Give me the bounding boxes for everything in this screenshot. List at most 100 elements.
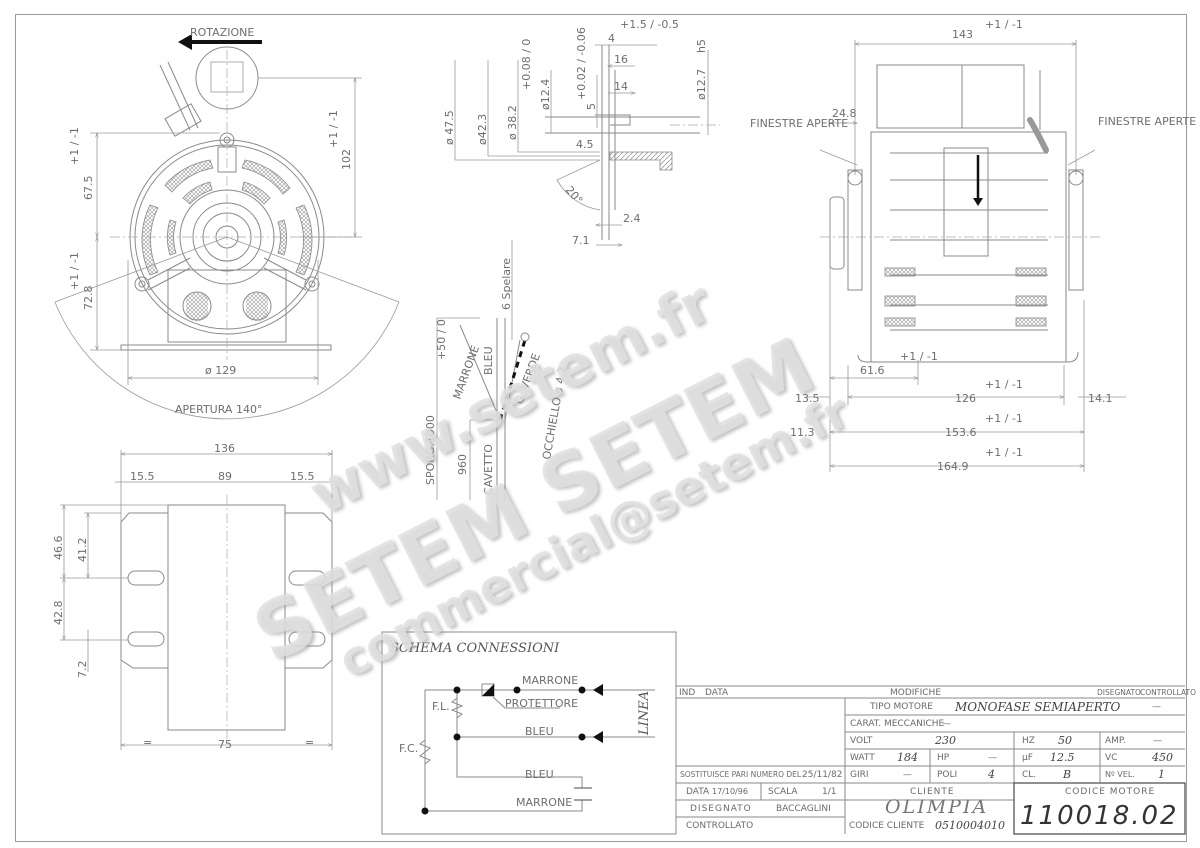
title-block-grid (676, 685, 1186, 835)
tb-volt-label: VOLT (850, 736, 873, 746)
dim-143-tol: +1 / -1 (985, 18, 1023, 31)
tb-volt-value: 230 (935, 734, 956, 747)
tb-poli-value: 4 (988, 768, 995, 781)
dim-67-5: 67.5 (82, 176, 95, 201)
tb-codice-cliente-value: 0510004010 (935, 819, 1005, 832)
window-label-right: FINESTRE APERTE (1098, 115, 1196, 128)
cable-label: CAVETTO (482, 444, 495, 495)
tb-tipo-motore-extra: — (1152, 702, 1161, 712)
window-label-left: FINESTRE APERTE (750, 117, 848, 130)
schematic-linea: LINEA (637, 691, 652, 736)
tb-nvel-label: Nº VEL. (1105, 770, 1135, 779)
dim-61-6: 61.6 (860, 364, 885, 377)
eq-left: = (143, 736, 152, 749)
tb-carat-value: — (942, 719, 951, 729)
tb-uf-value: 12.5 (1050, 751, 1075, 764)
dim-46-6: 46.6 (52, 536, 65, 561)
tb-carat-label: CARAT. MECCANICHE (850, 719, 945, 729)
dim-126-tol: +1 / -1 (985, 378, 1023, 391)
tb-codice-motore-label: CODICE MOTORE (1065, 787, 1156, 797)
dim-164-9-tol: +1 / -1 (985, 446, 1023, 459)
dim-153-6: 153.6 (945, 426, 977, 439)
schematic-fc: F.C. (399, 742, 418, 755)
dim-38-2-tol: +0.08 / 0 (520, 39, 533, 90)
wire-blue-label: BLEU (482, 346, 495, 375)
dim-153-6-tol: +1 / -1 (985, 412, 1023, 425)
tb-poli-label: POLI (937, 770, 958, 780)
tb-data-label: DATA (686, 787, 710, 797)
dim-5-tol: +0.02 / -0.06 (575, 27, 588, 100)
dim-143: 143 (952, 28, 973, 41)
cable-length-tol: +50 / 0 (435, 319, 448, 360)
dim-7-2: 7.2 (76, 661, 89, 679)
shaft-detail-view (454, 44, 720, 245)
tb-amp-value: — (1153, 736, 1162, 746)
dim-7-1: 7.1 (572, 234, 590, 247)
tb-disegnato-value: BACCAGLINI (776, 804, 831, 814)
tb-cl-value: B (1063, 768, 1072, 781)
tb-header-modifiche: MODIFICHE (890, 688, 942, 698)
tb-tipo-motore-label: TIPO MOTORE (870, 702, 933, 712)
tb-header-data: DATA (705, 688, 729, 698)
tb-cliente-label: CLIENTE (910, 787, 955, 797)
dim-61-6-tol: +1 / -1 (900, 350, 938, 363)
tb-sostituisce-value: 25/11/82 (802, 770, 843, 780)
dim-41-2: 41.2 (76, 538, 89, 563)
tb-nvel-value: 1 (1158, 768, 1165, 781)
tb-hp-value: — (988, 753, 997, 763)
dim-136: 136 (214, 442, 235, 455)
dim-126: 126 (955, 392, 976, 405)
schematic-bleu-low: BLEU (525, 768, 554, 781)
tb-disegnato-label: DISEGNATO (690, 804, 752, 814)
tb-amp-label: AMP. (1105, 736, 1126, 746)
dim-4-5: 4.5 (576, 138, 594, 151)
tb-header-controllato: CONTROLLATO (1140, 688, 1197, 697)
eq-right: = (305, 736, 314, 749)
cable-960: 960 (456, 454, 469, 475)
schematic-bleu-mid: BLEU (525, 725, 554, 738)
tb-scala-value: 1/1 (822, 787, 837, 797)
tb-header-disegnato: DISEGNATO (1097, 688, 1141, 697)
opening-label: APERTURA 140° (175, 403, 262, 416)
tb-giri-label: GIRI (850, 770, 869, 780)
tb-giri-value: — (903, 770, 912, 780)
dim-12-4: ø12.4 (539, 79, 552, 110)
side-view (807, 40, 1126, 472)
tb-codice-motore-value: 110018.02 (1020, 801, 1179, 831)
schematic-fl: F.L. (432, 700, 450, 713)
cable-length-label: SPORG.1000 (424, 415, 437, 485)
dim-2-4: 2.4 (623, 212, 641, 225)
rotation-label: ROTAZIONE (190, 26, 254, 39)
tb-codice-cliente-label: CODICE CLIENTE (849, 821, 925, 831)
angle-20: 20° (563, 184, 585, 207)
tb-uf-label: µF (1022, 753, 1033, 763)
tb-watt-value: 184 (897, 751, 918, 764)
dim-38-2: ø 38.2 (506, 105, 519, 140)
dim-24-8: 24.8 (832, 107, 857, 120)
dim-14-1: 14.1 (1088, 392, 1113, 405)
dim-42-8: 42.8 (52, 601, 65, 626)
dim-72-8-tol: +1 / -1 (68, 252, 81, 290)
tb-tipo-motore-value: MONOFASE SEMIAPERTO (955, 700, 1121, 714)
connection-schematic (381, 631, 677, 835)
dim-75: 75 (218, 738, 232, 751)
schematic-title: SCHEMA CONNESSIONI (390, 641, 560, 656)
dim-16: 16 (614, 53, 628, 66)
dim-14: 14 (614, 80, 628, 93)
dim-42-3: ø42.3 (476, 114, 489, 145)
tb-controllato-label: CONTROLLATO (686, 821, 754, 831)
tb-data-value: 17/10/96 (712, 787, 748, 796)
dim-5: 5 (585, 103, 598, 110)
dim-13-5: 13.5 (795, 392, 820, 405)
dim-72-8: 72.8 (82, 286, 95, 311)
drawing-sheet-border (15, 14, 1187, 842)
tb-vc-value: 450 (1152, 751, 1173, 764)
schematic-marrone-top: MARRONE (522, 674, 578, 687)
tb-hp-label: HP (937, 753, 950, 763)
tb-watt-label: WATT (850, 753, 875, 763)
dim-11-3: 11.3 (790, 426, 815, 439)
tb-hz-label: HZ (1022, 736, 1035, 746)
dim-12-7-tol: h5 (695, 39, 708, 53)
tb-cliente-value: OLIMPIA (885, 796, 989, 818)
